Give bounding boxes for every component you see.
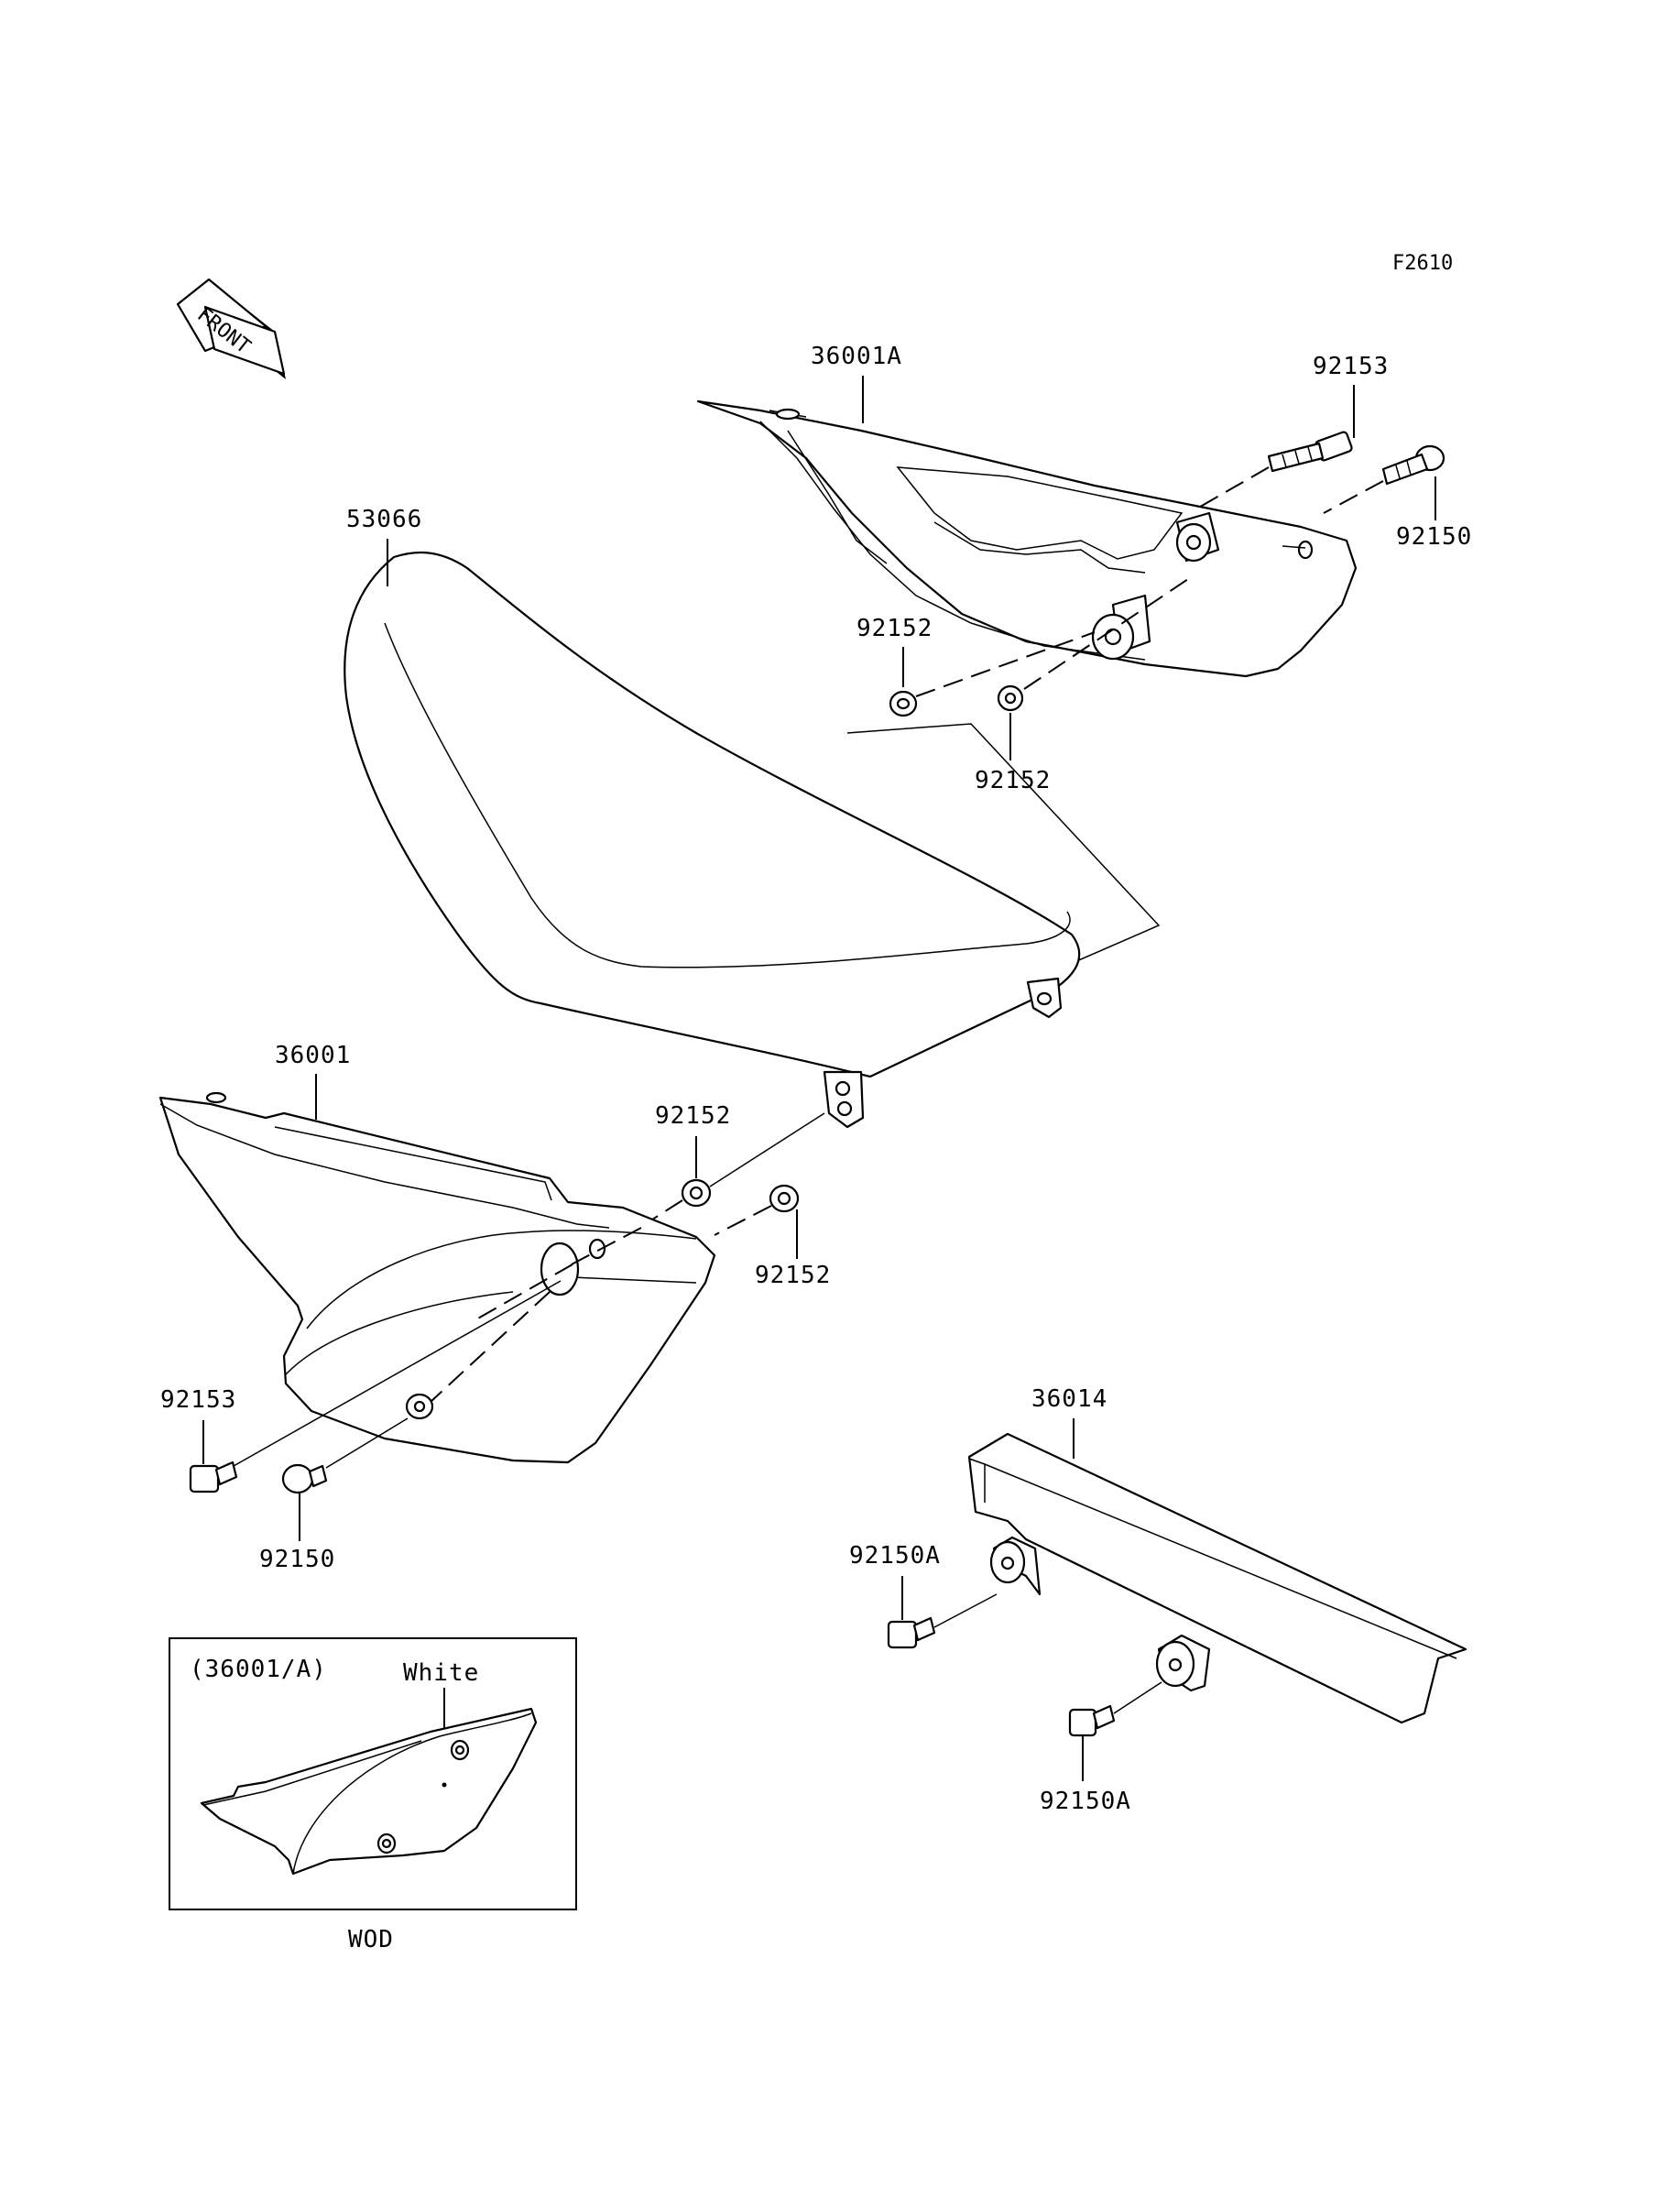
chain-cover-tab-upper bbox=[989, 1536, 1042, 1596]
inset-header: (36001/A) bbox=[190, 1656, 327, 1683]
seat-bracket-front bbox=[823, 1070, 865, 1129]
bolt-92150-right-icon bbox=[1381, 444, 1445, 486]
label-53066: 53066 bbox=[346, 506, 422, 533]
label-92150-left: 92150 bbox=[259, 1546, 335, 1573]
label-92150a-top: 92150A bbox=[849, 1542, 941, 1570]
bolt-92150a-bottom-icon bbox=[1068, 1704, 1116, 1737]
cover-pin bbox=[1282, 540, 1314, 560]
side-cover-right-36001a bbox=[696, 399, 1358, 678]
bolt-92150a-top-icon bbox=[887, 1616, 936, 1649]
inset-side-cover bbox=[200, 1707, 538, 1876]
side-cover-left-36001 bbox=[158, 1091, 716, 1464]
grommet-92152-b-icon bbox=[997, 684, 1024, 712]
bolt-92153-right-icon bbox=[1267, 431, 1353, 473]
inset-color-note: White bbox=[403, 1659, 479, 1687]
grommet-92152-c-icon bbox=[681, 1178, 712, 1208]
inset-box: (36001/A) White bbox=[169, 1637, 577, 1910]
bolt-92150-left-icon bbox=[281, 1463, 328, 1494]
label-92152-b: 92152 bbox=[975, 767, 1051, 794]
label-36014: 36014 bbox=[1031, 1385, 1107, 1413]
front-arrow-icon: FRONT bbox=[176, 278, 286, 379]
label-92152-d: 92152 bbox=[755, 1262, 831, 1289]
label-36001: 36001 bbox=[275, 1042, 351, 1069]
cover-boss-upper bbox=[1175, 511, 1220, 563]
label-92153-right: 92153 bbox=[1313, 353, 1389, 380]
grommet-92152-a-icon bbox=[889, 690, 918, 717]
label-92153-left: 92153 bbox=[160, 1386, 236, 1414]
label-36001a: 36001A bbox=[811, 343, 902, 370]
label-92150-right: 92150 bbox=[1396, 523, 1472, 551]
label-92152-a: 92152 bbox=[856, 615, 933, 642]
grommet-92152-d-icon bbox=[769, 1184, 800, 1213]
chain-cover-36014 bbox=[967, 1432, 1467, 1724]
bolt-92153-left-icon bbox=[189, 1461, 238, 1493]
seat-53066 bbox=[344, 551, 1081, 1129]
label-92150a-bottom: 92150A bbox=[1040, 1788, 1131, 1815]
seat-bracket-rear bbox=[1026, 977, 1063, 1019]
label-92152-c: 92152 bbox=[655, 1102, 731, 1130]
figure-code: F2610 bbox=[1392, 252, 1453, 275]
cover-boss-lower bbox=[1091, 594, 1151, 661]
inset-caption: WOD bbox=[348, 1926, 394, 1953]
chain-cover-tab-lower bbox=[1155, 1634, 1211, 1692]
